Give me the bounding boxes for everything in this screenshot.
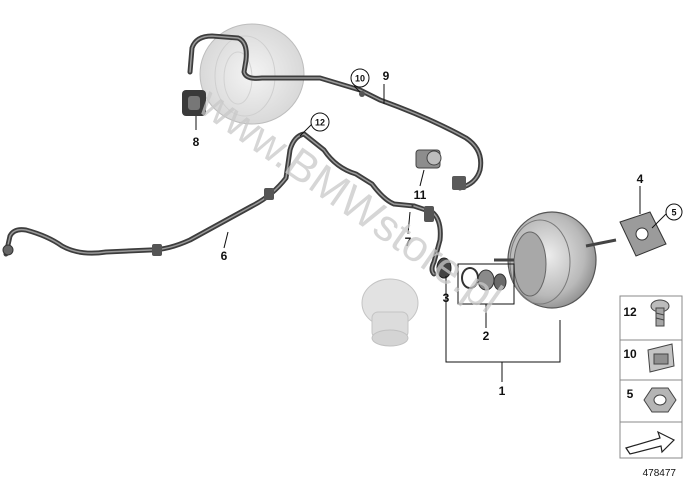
hex-nut-icon — [643, 387, 677, 413]
brake-booster-1 — [494, 211, 617, 309]
callout-circle-10 — [350, 68, 370, 88]
callout-labels: 1 2 3 4 5 6 7 8 9 10 11 12 — [193, 68, 683, 398]
seal-rings-2 — [461, 267, 507, 291]
legend-cell-12 — [619, 295, 683, 341]
check-valve-11 — [415, 149, 442, 169]
ghost-brake-booster — [199, 23, 305, 125]
callout-7: 7 — [405, 235, 412, 249]
ghost-master-cylinder — [361, 278, 419, 347]
callout-9: 9 — [383, 69, 390, 83]
direction-arrow-icon — [625, 430, 676, 455]
callout-2: 2 — [483, 329, 490, 343]
vacuum-hose-7 — [411, 203, 443, 277]
reference-number: 478477 — [643, 468, 677, 479]
grommet-8 — [182, 90, 206, 116]
callout-circle-12 — [310, 112, 330, 132]
legend-number-12: 12 — [623, 305, 637, 319]
legend-number-10: 10 — [623, 347, 637, 361]
callout-8: 8 — [193, 135, 200, 149]
callout-6: 6 — [221, 249, 228, 263]
callout-1: 1 — [499, 384, 506, 398]
callout-11: 11 — [414, 188, 427, 202]
callout-10: 10 — [355, 74, 365, 84]
vacuum-hose-6 — [2, 131, 417, 257]
leader-lines — [195, 84, 667, 382]
callout-bracket-1 — [445, 282, 561, 363]
clip-nut-icon — [647, 343, 675, 373]
callout-4: 4 — [637, 172, 644, 186]
vacuum-hose-9 — [187, 33, 484, 191]
callout-5: 5 — [671, 208, 676, 218]
callout-3: 3 — [443, 291, 450, 305]
gasket-4 — [619, 211, 667, 257]
callout-circle-5 — [665, 203, 683, 221]
watermark: www.BMWstore.pl — [189, 77, 510, 322]
legend-number-5: 5 — [627, 387, 634, 401]
callout-12: 12 — [315, 118, 325, 128]
parts-legend: 12 10 5 — [619, 295, 683, 459]
screw-icon — [650, 299, 670, 327]
seal-3 — [436, 257, 452, 279]
